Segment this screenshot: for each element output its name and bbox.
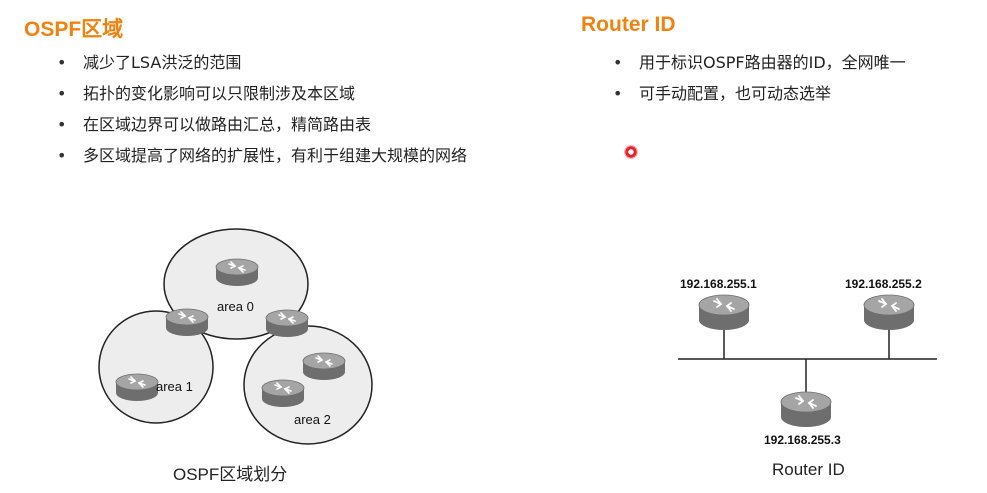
bullet-item: 减少了LSA洪泛的范围 [57,47,467,78]
router-icon [265,309,309,338]
router-1-id: 192.168.255.1 [680,277,757,291]
laser-pointer [624,145,638,159]
router-3-id: 192.168.255.3 [764,433,841,447]
ospf-area-bullets: 减少了LSA洪泛的范围 拓扑的变化影响可以只限制涉及本区域 在区域边界可以做路由… [57,47,467,171]
router-icon [261,379,305,408]
router-icon [698,294,750,331]
router-icon [165,308,209,337]
bullet-item: 在区域边界可以做路由汇总，精简路由表 [57,109,467,140]
router-icon [115,373,159,402]
router-icon [863,294,915,331]
area-0-label: area 0 [217,299,254,314]
bullet-item: 多区域提高了网络的扩展性，有利于组建大规模的网络 [57,140,467,171]
area-2-label: area 2 [294,412,331,427]
router-id-bullets: 用于标识OSPF路由器的ID，全网唯一 可手动配置，也可动态选举 [613,47,906,109]
bullet-item: 可手动配置，也可动态选举 [613,78,906,109]
router-2-id: 192.168.255.2 [845,277,922,291]
router-icon [780,391,832,428]
bullet-item: 拓扑的变化影响可以只限制涉及本区域 [57,78,467,109]
router-icon [302,352,346,381]
bullet-item: 用于标识OSPF路由器的ID，全网唯一 [613,47,906,78]
ospf-area-caption: OSPF区域划分 [173,465,288,484]
router-id-caption: Router ID [772,460,845,479]
ospf-area-title: OSPF区域 [24,18,124,41]
router-icon [215,258,259,287]
area-1-label: area 1 [156,379,193,394]
router-id-title: Router ID [581,13,676,36]
